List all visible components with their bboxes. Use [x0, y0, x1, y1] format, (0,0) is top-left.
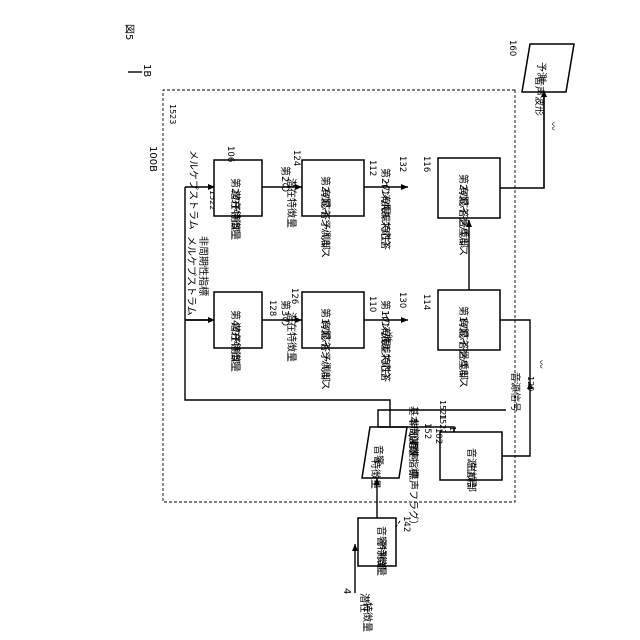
container-ref: 100B	[147, 146, 158, 172]
fir2-pred-ref: 112	[367, 160, 377, 176]
latent2-label-2: 潜在特徴量	[285, 178, 298, 228]
input-label: 潜在 特徴量 4	[341, 588, 374, 632]
noise-mark-3: 〰	[547, 122, 557, 131]
latent4-ref: 128	[267, 300, 277, 316]
fir1-pred-ref: 110	[367, 296, 377, 312]
latent3-ref: 126	[289, 288, 299, 304]
figure-label: 図5	[123, 24, 135, 40]
svg-text:4: 4	[341, 588, 352, 594]
output-shape	[522, 44, 574, 92]
fir2-conv-box	[438, 158, 500, 218]
fir2-label-3: （共振特性）	[379, 192, 392, 252]
fir2-label-ref: 132	[397, 156, 407, 172]
fir2-conv-ref: 116	[421, 156, 431, 172]
output-ref: 160	[507, 40, 517, 56]
aperiodic-top-label: 非周期性指標	[197, 236, 210, 296]
acoustic-feature-ref: 152	[422, 423, 432, 439]
voiced-flag-label: （有声／無声フラグ）	[407, 430, 420, 530]
fir1-label-ref: 130	[397, 292, 407, 308]
source-signal-label: 音源信号	[509, 372, 522, 412]
fir1-pred-box	[302, 292, 364, 348]
latent2-ref: 106	[225, 146, 235, 162]
noise-mark-2: 〰	[385, 332, 395, 341]
fir1-conv-ref: 114	[421, 294, 431, 310]
noise-mark-1: 〰	[535, 360, 545, 369]
svg-text:特徴量: 特徴量	[361, 602, 374, 632]
fir1-conv-box	[438, 290, 500, 350]
fir2-pred-box	[302, 160, 364, 216]
mel-right-label: メルケプストラム	[187, 150, 199, 230]
mel-right-ref: 1523	[168, 104, 177, 124]
line-source-signal	[502, 410, 530, 456]
source-gen-ref: 102	[433, 428, 443, 444]
mel-top-label: メルケプストラム	[185, 236, 197, 316]
latent2-label-ref: 124	[291, 150, 301, 166]
device-ref: 1B	[141, 64, 152, 77]
